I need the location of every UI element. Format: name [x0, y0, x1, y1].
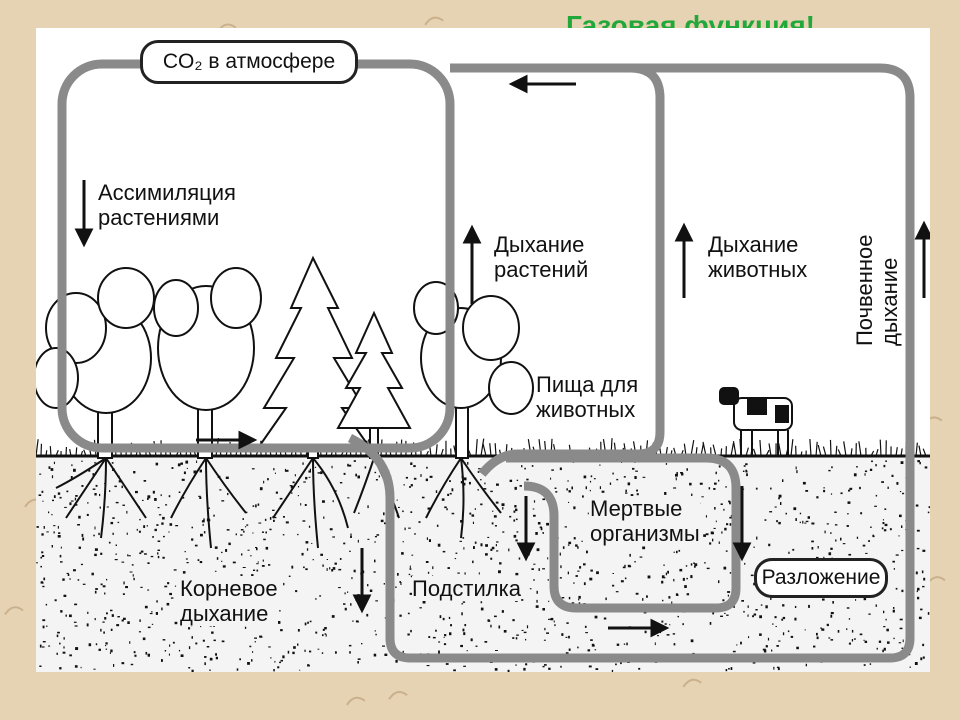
arrow-down-decomposition	[732, 486, 752, 562]
arrow-up-animal-respiration	[674, 222, 694, 298]
deciduous-tree-right	[413, 281, 534, 459]
arrow-left-top	[508, 74, 576, 94]
plant-respiration-label: Дыхание растений	[494, 232, 589, 282]
carbon-cycle-diagram	[36, 59, 930, 672]
animal-food-label: Пища для животных	[536, 372, 639, 422]
arrow-right-bottom	[608, 618, 670, 638]
arrow-right-ground	[196, 430, 258, 450]
arrow-up-soil-respiration	[914, 220, 930, 298]
trees	[36, 255, 534, 459]
root-respiration-label: Корневое дыхание	[180, 576, 278, 626]
soil-respiration-loop	[347, 63, 915, 663]
deciduous-tree-middle	[153, 267, 262, 459]
dead-organisms-label: Мертвые организмы	[590, 496, 700, 546]
plant-respiration-loop	[450, 63, 665, 477]
diagram-panel: CO₂ в атмосфере Ассимиляция растениями Д…	[36, 28, 930, 672]
arrows	[74, 74, 930, 638]
arrow-down-root	[352, 548, 372, 614]
decomposition-box: Разложение	[754, 558, 888, 598]
co2-atmosphere-box: CO₂ в атмосфере	[140, 40, 358, 84]
cow	[719, 387, 793, 456]
dead-organisms-loop	[506, 453, 741, 613]
deciduous-tree-left	[36, 267, 155, 459]
animal-respiration-label: Дыхание животных	[708, 232, 808, 282]
assimilation-label: Ассимиляция растениями	[98, 180, 236, 230]
soil-respiration-label: Почвенное дыхание	[852, 234, 902, 346]
arrow-down-assimilation	[74, 180, 94, 248]
litter-label: Подстилка	[412, 576, 521, 601]
arrow-up-plant-respiration	[462, 224, 482, 304]
arrow-down-litter	[516, 496, 536, 562]
